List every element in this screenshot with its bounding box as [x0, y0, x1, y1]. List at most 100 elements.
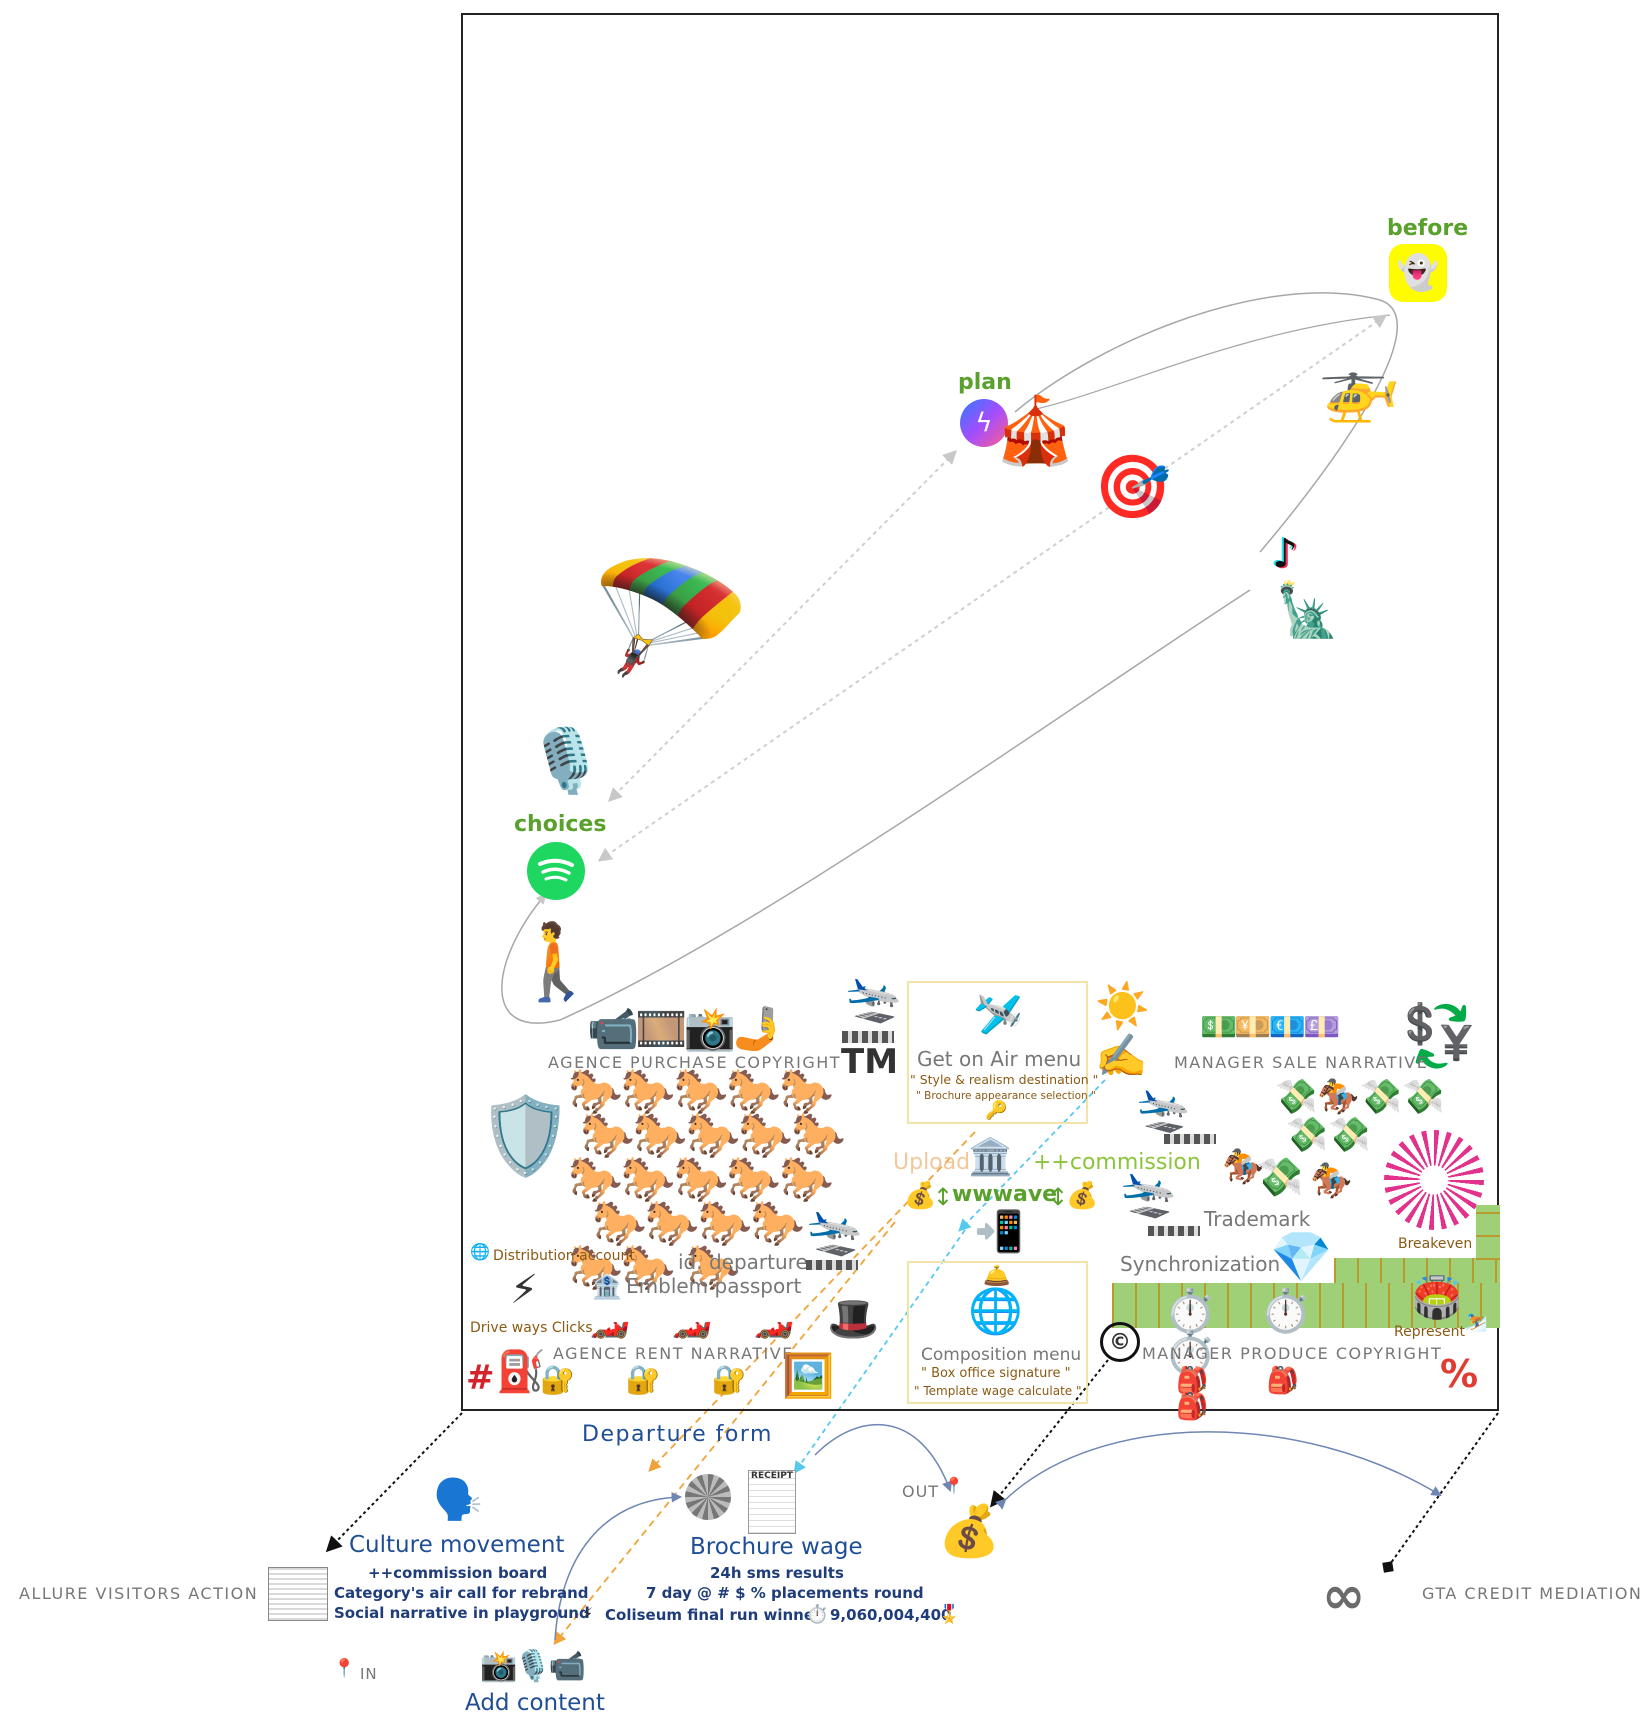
add-content-text[interactable]: Add content — [465, 1690, 605, 1716]
parachute-icon: 🪂 — [590, 544, 752, 696]
synchronization-text: Synchronization — [1120, 1252, 1281, 1276]
lightning-small-icon: ⚡ — [582, 1604, 594, 1623]
manager-produce-caption: MANAGER PRODUCE COPYRIGHT — [1142, 1344, 1443, 1363]
emblem-passport-text: Emblem passport — [626, 1274, 802, 1298]
culture-line-2: Category's air call for rebrand — [334, 1584, 589, 1602]
wwwave-text: wwwave — [952, 1182, 1058, 1207]
culture-movement-title: Culture movement — [349, 1532, 565, 1558]
money-wings-icon: 💸 — [1256, 1155, 1304, 1199]
gear-icon — [685, 1474, 731, 1520]
add-content-icons: 📸🎙️📹 — [480, 1649, 586, 1684]
diagram-frame — [461, 13, 1499, 1411]
gem-icon: 💎 — [1270, 1228, 1333, 1286]
pin-icon-out: 📍 — [944, 1476, 964, 1495]
runway-icon — [842, 1031, 894, 1043]
helicopter-icon: 🚁 — [1318, 348, 1401, 425]
departure-form-text[interactable]: Departure form — [582, 1422, 773, 1447]
allure-visitors-caption: ALLURE VISITORS ACTION — [19, 1584, 259, 1603]
composition-menu-title: Composition menu — [921, 1345, 1082, 1365]
updown-arrow-right: ↕ — [1048, 1183, 1069, 1211]
speaking-head-icon: 🗣️ — [433, 1477, 483, 1523]
brochure-line-2: 7 day @ # $ % placements round — [646, 1584, 924, 1602]
bank-icon: 🏦 — [592, 1273, 622, 1301]
out-label: OUT — [902, 1482, 940, 1501]
box-office-text: " Box office signature " — [921, 1366, 1071, 1381]
medal-icon: 🎖️ — [938, 1604, 961, 1625]
tiktok-icon[interactable]: ♪ — [1272, 531, 1298, 577]
hash-sign: # — [466, 1358, 495, 1398]
money-wings-jockey-icons: 💸🏇💸💸 💸💸 — [1275, 1077, 1445, 1155]
fuel-pump-icon: ⛽ — [496, 1349, 546, 1395]
bell-icon: 🛎️ — [983, 1264, 1011, 1289]
infinity-icon: ∞ — [1322, 1566, 1366, 1626]
stadium-icon: 🏟️ — [1412, 1275, 1462, 1321]
stopwatch-small-icon: ⏱️ — [806, 1604, 829, 1625]
institution-icon: 🏛️ — [968, 1137, 1013, 1178]
brochure-line-1: 24h sms results — [710, 1564, 844, 1582]
commission-text: ++commission — [1033, 1150, 1201, 1175]
copyright-icon: © — [1100, 1322, 1140, 1362]
gta-credit-caption: GTA CREDIT MEDIATION — [1422, 1584, 1643, 1603]
distribution-account-text: Distribution account — [493, 1248, 635, 1264]
template-wage-text: " Template wage calculate " — [914, 1384, 1082, 1398]
manager-sale-caption: MANAGER SALE NARRATIVE — [1174, 1053, 1429, 1072]
upload-text[interactable]: Upload — [893, 1150, 971, 1175]
in-label: IN — [360, 1665, 378, 1683]
skier-icon: ⛷️ — [1465, 1312, 1488, 1333]
statue-of-liberty-icon: 🗽 — [1275, 581, 1340, 641]
before-label: before — [1387, 216, 1469, 241]
updown-arrow-left: ↕ — [933, 1183, 954, 1211]
drive-ways-clicks-text[interactable]: Drive ways Clicks — [470, 1320, 593, 1336]
trademark-text: Trademark — [1204, 1207, 1311, 1231]
get-on-air-title: Get on Air menu — [917, 1047, 1082, 1071]
top-hat-icon: 🎩 — [827, 1294, 880, 1343]
messenger-icon[interactable]: ϟ — [960, 399, 1008, 447]
framed-picture-icon: 🖼️ — [782, 1351, 835, 1400]
get-on-air-box[interactable] — [907, 981, 1088, 1124]
pin-icon-in: 📍 — [333, 1658, 356, 1679]
id-departure-text: id. departure — [678, 1250, 808, 1274]
horse-herd-icons: 🐎🐎🐎🐎🐎 🐎🐎🐎🐎🐎🐎🐎🐎🐎🐎 🐎🐎🐎🐎🐎🐎 🐎 — [568, 1066, 846, 1293]
picture-grid — [1112, 1258, 1500, 1328]
percent-sign: % — [1440, 1352, 1479, 1396]
choices-label: choices — [514, 812, 607, 837]
breakeven-text: Breakeven — [1398, 1236, 1473, 1252]
snapchat-icon[interactable]: 👻 — [1389, 244, 1447, 302]
writing-hand-icon: ✍️ — [1095, 1031, 1148, 1080]
mobile-arrow-icon: 📲 — [974, 1209, 1024, 1255]
coat-of-arms-icon: 🛡️ — [478, 1091, 573, 1180]
walking-person-icon: 🚶 — [510, 919, 603, 1005]
composition-menu-box[interactable] — [907, 1261, 1088, 1404]
backpack-icons: 🎒 🎒 🎒 — [1176, 1366, 1300, 1422]
culture-line-3: Social narrative in playground — [334, 1604, 590, 1622]
runway-icon-4 — [1148, 1226, 1200, 1236]
agence-rent-caption: AGENCE RENT NARRATIVE — [553, 1344, 794, 1363]
spotify-waves-icon — [538, 858, 574, 882]
money-bag-small-icon-right: 💰 — [1066, 1181, 1099, 1211]
brochure-number: 9,060,004,400 — [830, 1606, 952, 1624]
tm-mark: TM — [841, 1042, 899, 1082]
fireworks-icon — [1384, 1130, 1484, 1230]
receipt-icon: RECEIPT — [748, 1470, 796, 1534]
brochure-appearance-text: " Brochure appearance selection " — [916, 1090, 1096, 1102]
plan-label: plan — [958, 370, 1012, 395]
brochure-wage-title: Brochure wage — [690, 1534, 863, 1560]
brochure-line-3: Coliseum final run winner — [605, 1606, 822, 1624]
target-icon: 🎯 — [1094, 450, 1172, 523]
key-icon: 🔑 — [985, 1100, 1008, 1121]
globe-icon: 🌐 — [968, 1286, 1023, 1337]
runway-icon-2 — [806, 1260, 858, 1270]
airplane-icon-4: 🛬 — [1120, 1166, 1178, 1220]
jockey-icon-2: 🏇 — [1310, 1161, 1353, 1201]
money-bag-icon: 💰 — [938, 1502, 1001, 1560]
runway-icon-3 — [1164, 1134, 1216, 1144]
picture-column — [1476, 1205, 1500, 1260]
jockey-icon: 🏇 — [1222, 1147, 1265, 1187]
agence-purchase-caption: AGENCE PURCHASE COPYRIGHT — [548, 1053, 842, 1072]
currency-exchange-icon: 💱 — [1402, 1001, 1477, 1071]
spotify-icon[interactable] — [527, 842, 585, 900]
airplane-icon-2: 🛬 — [806, 1204, 864, 1258]
small-airplane-icon: 🛩️ — [973, 992, 1023, 1038]
newspaper-icon — [268, 1567, 328, 1621]
